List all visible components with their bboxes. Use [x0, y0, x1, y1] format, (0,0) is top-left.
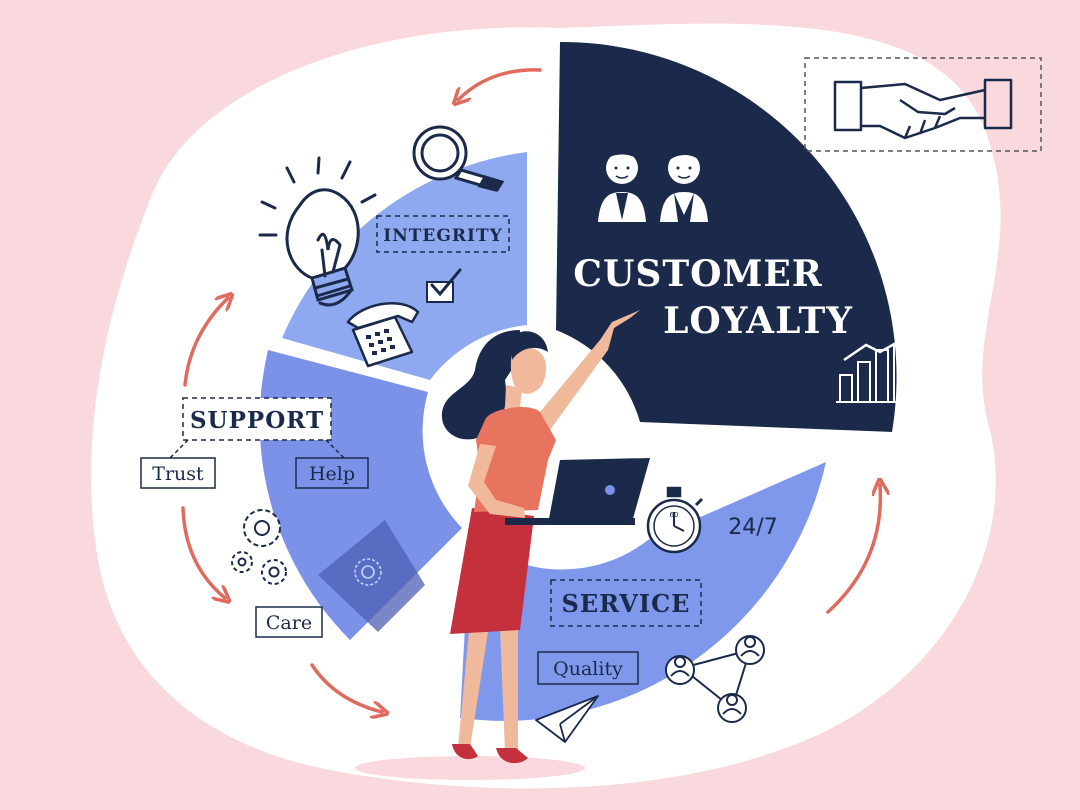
telephone-keypad	[366, 329, 395, 355]
bar-chart-icon	[836, 335, 926, 403]
telephone-icon	[346, 302, 420, 368]
label-service: SERVICE	[562, 589, 691, 618]
care-box	[255, 606, 323, 638]
service-frame	[550, 579, 702, 627]
laptop-icon	[505, 458, 650, 525]
label-care: Care	[266, 612, 312, 634]
network-icon	[665, 635, 765, 723]
hair-top	[510, 331, 548, 360]
magnifier-icon	[412, 125, 505, 192]
raised-arm	[535, 310, 640, 430]
top	[474, 406, 556, 512]
cycle-arrow	[181, 506, 225, 598]
cycle-arrow	[826, 485, 880, 614]
skirt	[450, 508, 534, 634]
cycle-arrows	[181, 68, 880, 712]
floor-shadow	[355, 756, 585, 780]
woman-figure	[355, 310, 650, 780]
gears-icon	[231, 509, 287, 585]
integrity-frame	[376, 215, 510, 253]
support-frame	[182, 397, 332, 441]
legs	[458, 620, 518, 752]
title-customer: CUSTOMER	[573, 253, 822, 295]
stopwatch-number: 60	[670, 511, 679, 519]
label-quality: Quality	[553, 658, 623, 680]
neck	[505, 385, 522, 408]
handshake-icon	[804, 57, 1042, 152]
handshake-frame	[804, 57, 1042, 152]
lower-arm	[468, 444, 525, 518]
quality-box	[537, 651, 639, 685]
lightbulb-icon	[258, 156, 377, 307]
cycle-arrow	[310, 663, 382, 712]
face	[510, 346, 547, 394]
trust-box	[140, 457, 216, 489]
stopwatch-icon	[646, 486, 704, 554]
label-24-7: 24/7	[728, 515, 777, 540]
businessmen-icon	[598, 149, 708, 222]
shoes	[452, 744, 528, 764]
label-trust: Trust	[152, 463, 204, 485]
handshake-drawing	[833, 78, 1013, 140]
support-connector	[169, 439, 345, 459]
segment-integrity	[282, 152, 527, 380]
cycle-arrow	[458, 68, 542, 100]
badge-icon	[354, 558, 382, 586]
businessman-right	[660, 150, 708, 222]
checkbox-icon	[426, 268, 462, 303]
cycle-arrow	[183, 298, 228, 387]
label-support: SUPPORT	[190, 407, 324, 434]
title-loyalty: LOYALTY	[663, 300, 853, 342]
label-help: Help	[309, 463, 355, 485]
businessman-left	[598, 149, 646, 222]
segment-customer-loyalty	[556, 41, 897, 433]
label-integrity: INTEGRITY	[383, 226, 502, 246]
paper-plane-icon	[535, 695, 599, 743]
help-box	[295, 457, 369, 489]
